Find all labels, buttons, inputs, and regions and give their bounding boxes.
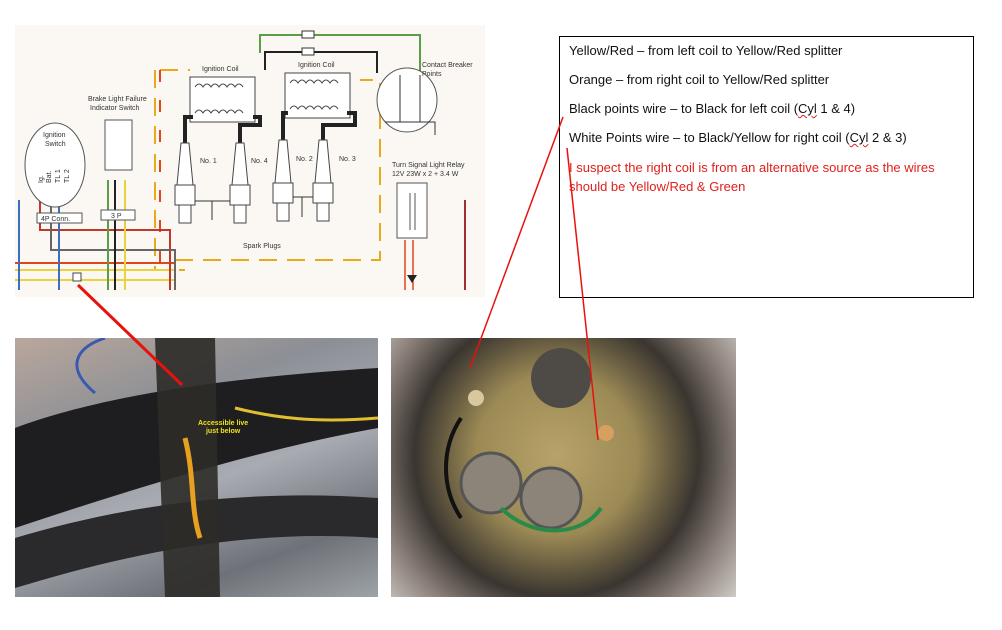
terminal-label: TL 2 bbox=[64, 169, 71, 183]
note-yellow-red: Yellow/Red – from left coil to Yellow/Re… bbox=[569, 43, 843, 58]
note-white-points: White Points wire – to Black/Yellow for … bbox=[569, 130, 907, 145]
connector-3p-label: 3 P bbox=[111, 213, 122, 220]
relay-label: Turn Signal Light Relay bbox=[392, 162, 465, 169]
ignition-switch-label: Ignition bbox=[43, 132, 66, 139]
wiring-diagram: Ignition Switch Ig. Bat. TL 1 TL 2 4P Co… bbox=[15, 25, 485, 297]
relay-label-2: 12V 23W x 2 + 3.4 W bbox=[392, 171, 459, 178]
note-suspicion: I suspect the right coil is from an alte… bbox=[569, 160, 935, 194]
note-black-points: Black points wire – to Black for left co… bbox=[569, 101, 856, 116]
notes-textbox: Yellow/Red – from left coil to Yellow/Re… bbox=[559, 36, 974, 298]
plug-label: No. 4 bbox=[251, 158, 268, 165]
connector-4p-label: 4P Conn. bbox=[41, 216, 70, 223]
terminal-label: Bat. bbox=[46, 170, 53, 183]
brake-switch-label: Brake Light Failure bbox=[88, 96, 147, 103]
terminal-label: Ig. bbox=[38, 175, 45, 183]
contact-breaker-photo bbox=[391, 338, 736, 597]
plug-label: No. 1 bbox=[200, 158, 217, 165]
coil-left-label: Ignition Coil bbox=[202, 66, 239, 73]
spark-plugs-label: Spark Plugs bbox=[243, 243, 281, 250]
coil-right-label: Ignition Coil bbox=[298, 62, 335, 69]
plug-label: No. 3 bbox=[339, 156, 356, 163]
terminal-label: TL 1 bbox=[55, 169, 62, 183]
contact-breaker-label: Contact Breaker bbox=[422, 62, 473, 69]
note-orange: Orange – from right coil to Yellow/Red s… bbox=[569, 72, 830, 87]
contact-breaker-label-2: Points bbox=[422, 71, 442, 78]
brake-switch-label-2: Indicator Switch bbox=[90, 105, 140, 112]
ignition-switch-label-2: Switch bbox=[45, 141, 66, 148]
plug-label: No. 2 bbox=[296, 156, 313, 163]
